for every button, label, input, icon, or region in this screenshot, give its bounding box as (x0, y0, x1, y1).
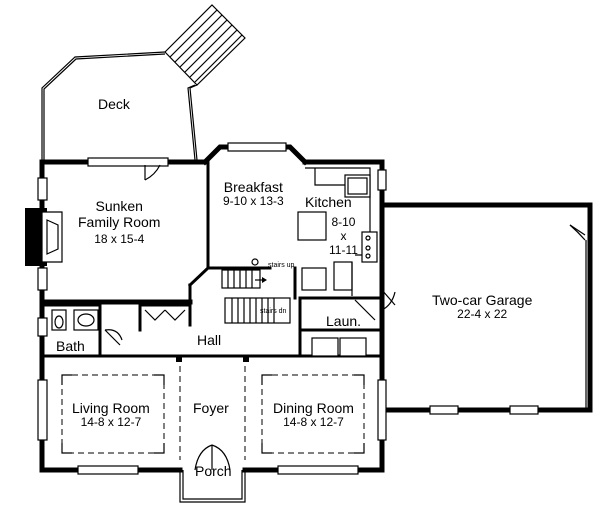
laundry-machines (311, 299, 376, 357)
family-room-label: Sunken Family Room 18 x 15-4 (78, 198, 160, 247)
living-room-label: Living Room 14-8 x 12-7 (72, 400, 150, 430)
bath-name: Bath (56, 338, 85, 354)
dashed-lines (60, 355, 365, 460)
foyer-name: Foyer (193, 400, 229, 416)
garage-label: Two-car Garage 22-4 x 22 (432, 292, 532, 322)
breakfast-label: Breakfast 9-10 x 13-3 (223, 179, 284, 209)
closets (144, 309, 186, 321)
kitchen-name: Kitchen (305, 194, 352, 210)
family-room-dims: 18 x 15-4 (94, 232, 145, 247)
bath-fixtures (51, 309, 123, 346)
family-room-name-1: Sunken (95, 198, 143, 214)
room-corners (61, 374, 365, 454)
breakfast-dims: 9-10 x 13-3 (223, 194, 284, 209)
front-entry (179, 444, 246, 503)
dining-room-dims: 14-8 x 12-7 (283, 415, 344, 430)
foyer-label: Foyer (193, 400, 229, 416)
deck-outline (41, 51, 198, 161)
kitchen-counters (297, 167, 378, 296)
deck-stairs (164, 4, 246, 86)
living-room-dims: 14-8 x 12-7 (80, 415, 142, 430)
kitchen-dims: 8-10 x 11-11 (329, 215, 358, 257)
columns (176, 356, 249, 362)
kitchen-dim-1: 8-10 (331, 215, 356, 229)
fireplace (25, 208, 63, 266)
bath-label: Bath (56, 338, 85, 354)
dining-room-name: Dining Room (273, 400, 354, 416)
kitchen-label: Kitchen (305, 194, 352, 210)
garage-name: Two-car Garage (432, 292, 533, 308)
hall-label: Hall (197, 332, 221, 348)
garage-door-kitchen (381, 224, 587, 410)
porch-label: Porch (195, 463, 232, 479)
family-room-name-2: Family Room (78, 214, 161, 231)
garage-dims: 22-4 x 22 (457, 307, 508, 322)
porch-name: Porch (195, 463, 232, 479)
hall-name: Hall (197, 332, 222, 348)
stairs (221, 258, 291, 324)
windows (37, 142, 539, 475)
laundry-name: Laun. (326, 313, 362, 329)
kitchen-dim-2: x (340, 228, 347, 243)
dining-room-label: Dining Room 14-8 x 12-7 (273, 400, 354, 430)
kitchen-dim-3: 11-11 (329, 242, 358, 257)
family-door (144, 164, 161, 181)
deck-name: Deck (98, 96, 130, 112)
breakfast-name: Breakfast (223, 179, 283, 195)
living-room-name: Living Room (72, 400, 150, 416)
deck-label: Deck (98, 96, 130, 112)
laundry-label: Laun. (326, 313, 361, 329)
stairs-up-label: stairs up (268, 262, 295, 269)
stairs-dn-label: stairs dn (260, 308, 287, 315)
